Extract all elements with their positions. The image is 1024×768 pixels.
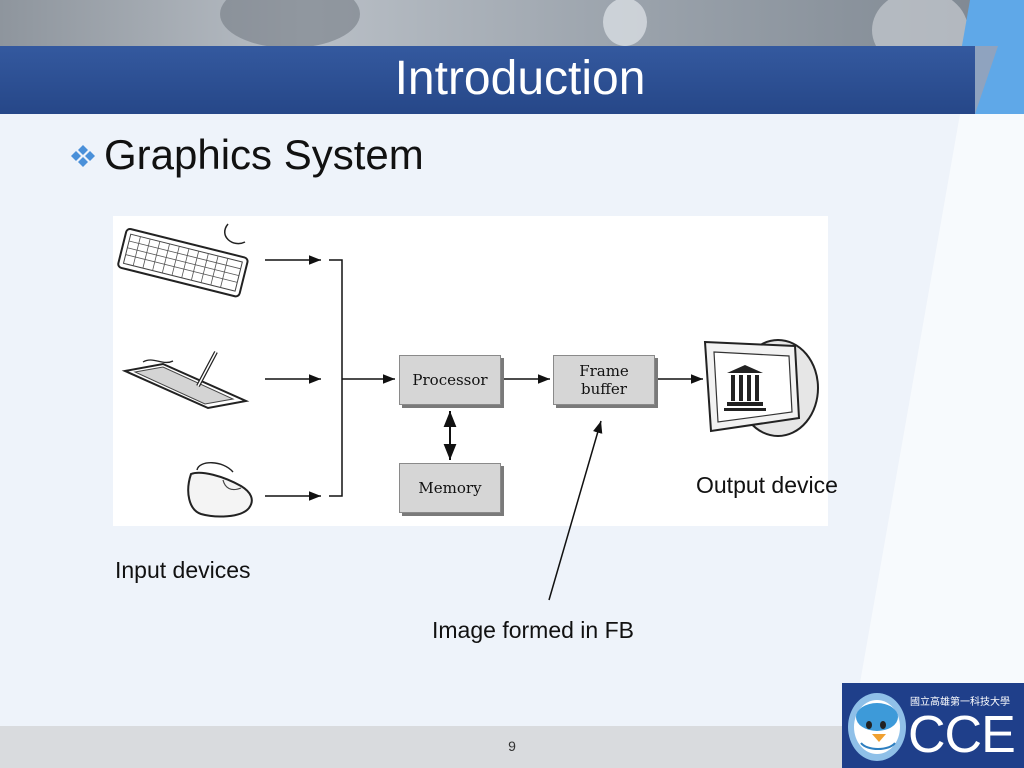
input-bus: [329, 259, 343, 497]
page-number: 9: [508, 738, 516, 754]
memory-label: Memory: [418, 479, 482, 497]
memory-box: Memory: [399, 463, 501, 513]
mascot-icon: [848, 693, 906, 761]
footer-bar: [0, 726, 845, 768]
logo-abbr: CCE: [908, 706, 1016, 764]
diagram-connectors: [117, 223, 819, 518]
diamond-bullet-icon: [71, 145, 95, 167]
processor-box: Processor: [399, 355, 501, 405]
cce-logo: 國立高雄第一科技大學 CCE: [842, 683, 1024, 768]
diagram-panel: Processor Frame buffer Memory: [113, 216, 828, 526]
image-formed-label: Image formed in FB: [432, 617, 634, 643]
input-devices-label: Input devices: [115, 557, 251, 583]
tablet-icon: [121, 351, 250, 410]
bullet-text: Graphics System: [104, 131, 424, 178]
monitor-icon: [703, 339, 819, 437]
keyboard-icon: [117, 227, 249, 298]
slide-title: Introduction: [394, 52, 646, 105]
mouse-icon: [187, 462, 253, 518]
frame-buffer-box: Frame buffer: [553, 355, 655, 405]
logo-chinese-name: 國立高雄第一科技大學: [910, 697, 1010, 708]
processor-label: Processor: [412, 371, 488, 389]
frame-buffer-label: Frame buffer: [579, 362, 629, 398]
bullet-item: Graphics System: [64, 130, 424, 180]
output-device-label: Output device: [696, 472, 838, 498]
